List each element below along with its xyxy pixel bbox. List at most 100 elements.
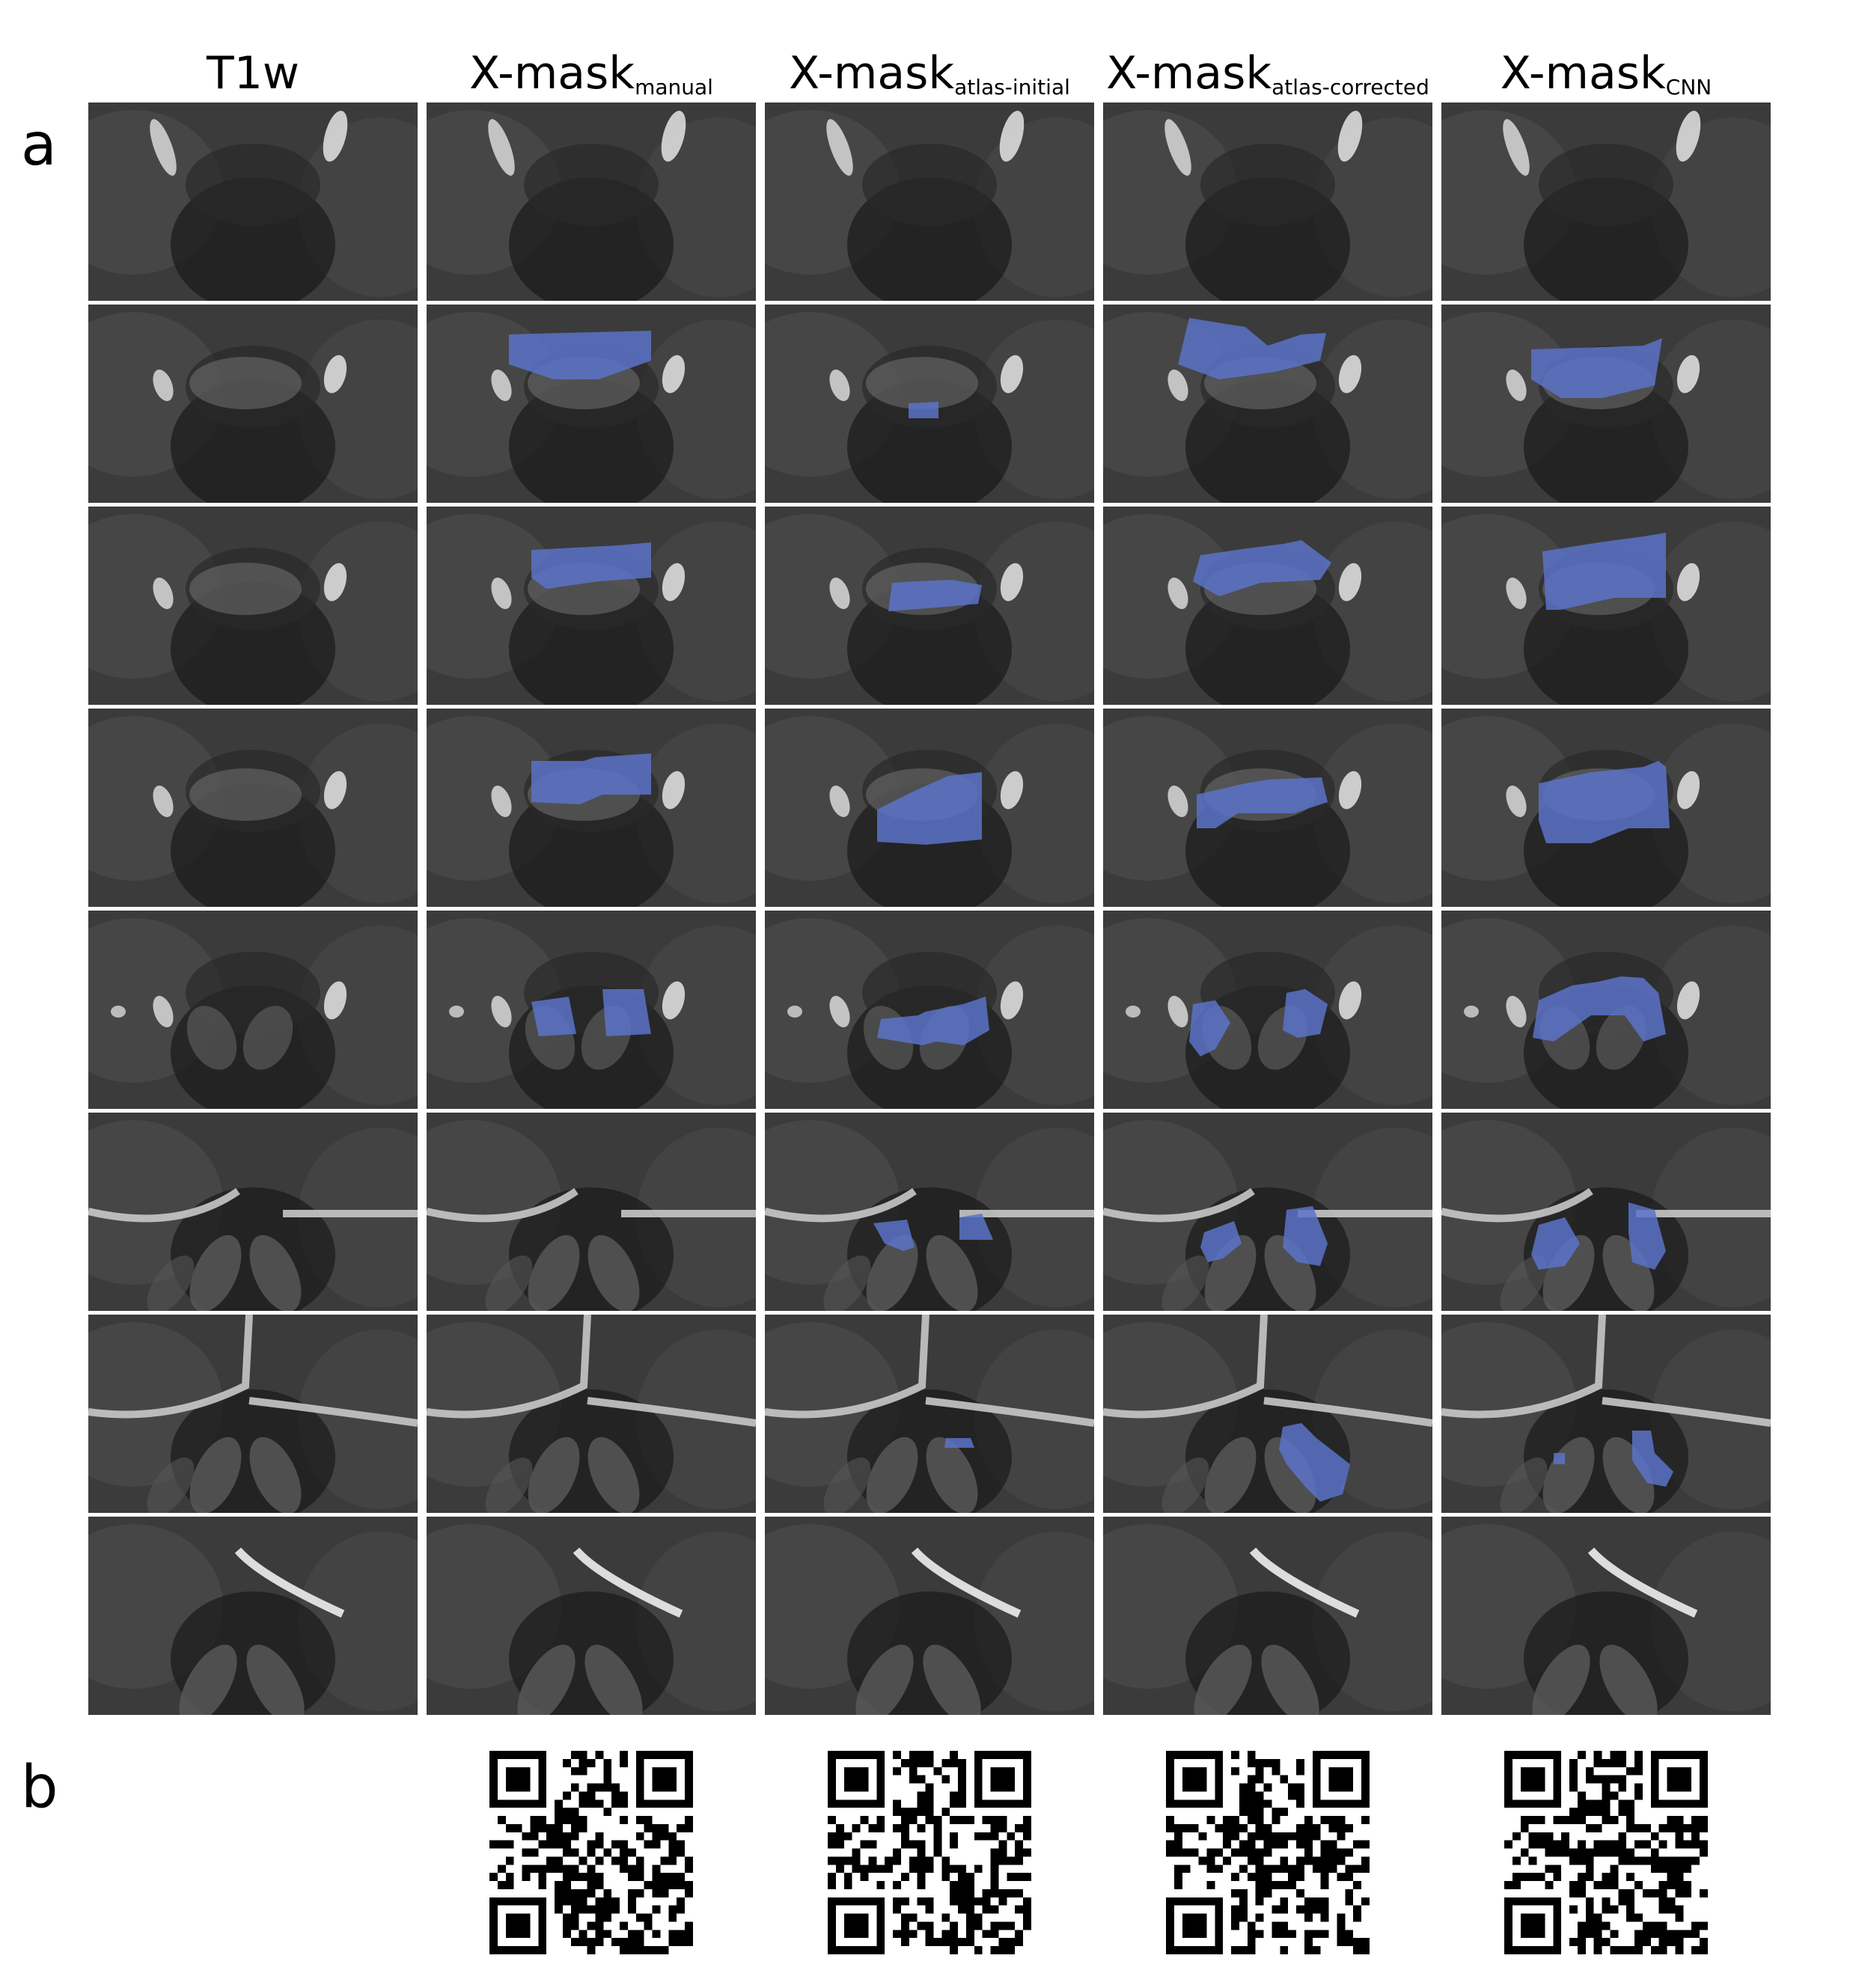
mri-slice-image — [427, 709, 756, 907]
slice-r1-c2 — [427, 103, 756, 301]
slice-r7-c5 — [1441, 1315, 1771, 1513]
mri-slice-image — [765, 1113, 1094, 1311]
column-title-cnn: X-maskCNN — [1500, 47, 1712, 100]
mri-slice-image — [765, 911, 1094, 1109]
slice-r7-c1 — [88, 1315, 418, 1513]
segmentation-mask — [1539, 761, 1670, 843]
slice-r7-c2 — [427, 1315, 756, 1513]
slice-r6-c5 — [1441, 1113, 1771, 1311]
mri-slice-image — [1103, 1315, 1432, 1513]
segmentation-mask — [509, 331, 651, 379]
slice-r1-c4 — [1103, 103, 1432, 301]
panel-label-a: a — [21, 111, 57, 179]
slice-r3-c3 — [765, 507, 1094, 705]
slice-r4-c5 — [1441, 709, 1771, 907]
panel-label-b: b — [21, 1754, 58, 1821]
segmentation-mask — [888, 580, 982, 611]
column-title-atlas-corrected: X-maskatlas-corrected — [1106, 47, 1429, 100]
slice-r6-c2 — [427, 1113, 756, 1311]
slice-r5-c1 — [88, 911, 418, 1109]
mri-slice-image — [1441, 305, 1771, 503]
slice-r2-c1 — [88, 305, 418, 503]
segmentation-mask — [1189, 1000, 1230, 1056]
slice-r3-c2 — [427, 507, 756, 705]
segmentation-mask — [1533, 976, 1666, 1042]
mri-slice-image — [1103, 709, 1432, 907]
segmentation-mask — [1531, 1217, 1580, 1270]
segmentation-mask — [1283, 989, 1328, 1038]
mri-slice-image — [88, 103, 418, 301]
mri-slice-image — [427, 103, 756, 301]
segmentation-mask — [531, 542, 651, 589]
slice-r5-c3 — [765, 911, 1094, 1109]
mri-slice-image — [1441, 1113, 1771, 1311]
slice-r1-c5 — [1441, 103, 1771, 301]
slice-r3-c1 — [88, 507, 418, 705]
qr-code-icon — [489, 1751, 693, 1954]
mri-slice-image — [88, 1315, 418, 1513]
segmentation-mask — [1197, 777, 1328, 828]
slice-r2-c4 — [1103, 305, 1432, 503]
mri-slice-image — [1441, 911, 1771, 1109]
mri-slice-image — [765, 1517, 1094, 1715]
segmentation-mask — [1632, 1431, 1673, 1487]
column-title-atlas-initial: X-maskatlas-initial — [789, 47, 1070, 100]
slice-r4-c4 — [1103, 709, 1432, 907]
mri-slice-image — [765, 1315, 1094, 1513]
slice-r4-c1 — [88, 709, 418, 907]
mri-slice-image — [1103, 507, 1432, 705]
segmentation-mask — [1554, 1453, 1565, 1464]
segmentation-mask — [602, 989, 651, 1036]
mri-slice-image — [88, 1517, 418, 1715]
slice-r3-c4 — [1103, 507, 1432, 705]
mri-slice-image — [427, 507, 756, 705]
slice-r4-c2 — [427, 709, 756, 907]
slice-r3-c5 — [1441, 507, 1771, 705]
slice-r2-c3 — [765, 305, 1094, 503]
slice-r6-c1 — [88, 1113, 418, 1311]
qr-code-icon — [1504, 1751, 1708, 1954]
slice-r1-c1 — [88, 103, 418, 301]
slice-r8-c3 — [765, 1517, 1094, 1715]
qr-code-icon — [1166, 1751, 1370, 1954]
slice-r1-c3 — [765, 103, 1094, 301]
slice-r4-c3 — [765, 709, 1094, 907]
segmentation-mask — [1193, 540, 1331, 596]
slice-r2-c2 — [427, 305, 756, 503]
segmentation-mask — [531, 753, 651, 804]
mri-slice-image — [88, 1113, 418, 1311]
segmentation-mask — [959, 1214, 993, 1240]
slice-r8-c5 — [1441, 1517, 1771, 1715]
mri-slice-image — [88, 709, 418, 907]
slice-r5-c5 — [1441, 911, 1771, 1109]
mri-slice-image — [1441, 507, 1771, 705]
segmentation-mask — [1531, 338, 1662, 398]
mri-slice-image — [765, 709, 1094, 907]
mri-slice-image — [1441, 1517, 1771, 1715]
slice-r2-c5 — [1441, 305, 1771, 503]
mri-slice-image — [88, 507, 418, 705]
mri-slice-image — [427, 1113, 756, 1311]
mri-slice-image — [88, 305, 418, 503]
slice-r5-c4 — [1103, 911, 1432, 1109]
qr-code-icon — [828, 1751, 1031, 1954]
image-grid — [88, 103, 1772, 1721]
mri-slice-image — [1103, 911, 1432, 1109]
column-title-t1w: T1w — [207, 47, 299, 100]
segmentation-mask — [1283, 1206, 1328, 1266]
slice-r8-c1 — [88, 1517, 418, 1715]
mri-slice-image — [427, 911, 756, 1109]
mri-slice-image — [765, 305, 1094, 503]
slice-r8-c4 — [1103, 1517, 1432, 1715]
qr-code-manual — [489, 1751, 693, 1954]
mri-slice-image — [88, 911, 418, 1109]
segmentation-mask — [944, 1438, 974, 1448]
slice-r7-c3 — [765, 1315, 1094, 1513]
slice-r5-c2 — [427, 911, 756, 1109]
segmentation-mask — [877, 997, 989, 1045]
mri-slice-image — [1103, 1113, 1432, 1311]
mri-slice-image — [1103, 1517, 1432, 1715]
segmentation-mask — [1178, 318, 1326, 379]
mri-slice-image — [1103, 103, 1432, 301]
mri-slice-image — [1441, 709, 1771, 907]
